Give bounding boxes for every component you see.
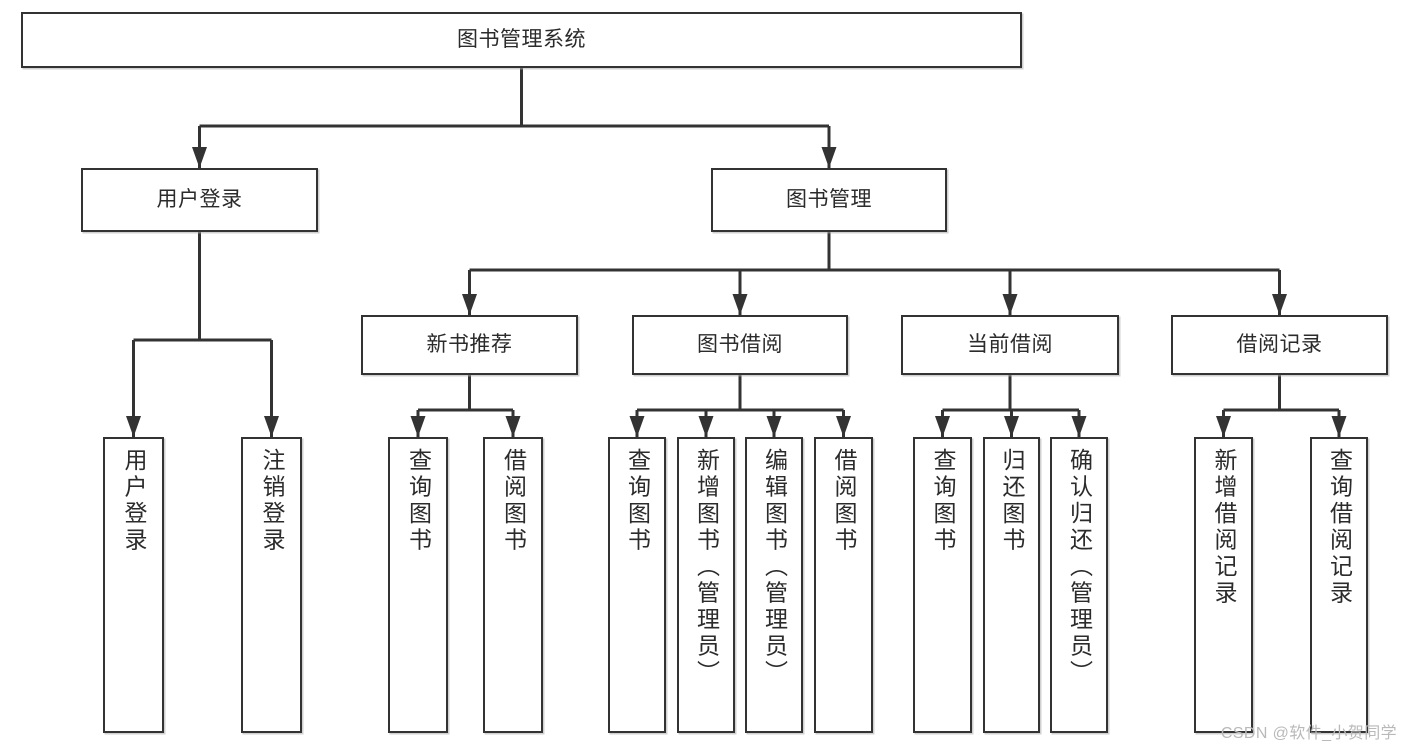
node-leaf-rec-add[interactable]: 新增借阅记录	[1194, 437, 1253, 733]
connector-arrowhead	[126, 416, 141, 437]
node-new-book-rec[interactable]: 新书推荐	[361, 315, 578, 375]
node-label: 确认归还（管理员）	[1066, 448, 1093, 687]
connector-arrowhead	[766, 416, 782, 437]
node-label: 图书管理	[786, 188, 872, 212]
node-label: 用户登录	[156, 188, 243, 212]
node-user-login[interactable]: 用户登录	[81, 168, 318, 232]
node-label: 图书借阅	[697, 333, 783, 357]
connector-arrowhead	[1331, 416, 1347, 437]
connector-arrowhead	[629, 416, 645, 437]
connector-arrowhead	[462, 294, 477, 315]
node-leaf-rec-borrow[interactable]: 借阅图书	[483, 437, 543, 733]
node-leaf-cur-return[interactable]: 归还图书	[983, 437, 1040, 733]
node-leaf-book-add[interactable]: 新增图书（管理员）	[677, 437, 735, 733]
node-book-manage[interactable]: 图书管理	[711, 168, 947, 232]
node-label: 新增借阅记录	[1211, 448, 1237, 607]
node-label: 当前借阅	[967, 333, 1053, 357]
node-leaf-book-edit[interactable]: 编辑图书（管理员）	[745, 437, 803, 733]
node-label: 图书管理系统	[457, 28, 586, 52]
node-current-borrow[interactable]: 当前借阅	[901, 315, 1119, 375]
node-borrow-record[interactable]: 借阅记录	[1171, 315, 1388, 375]
connector-arrowhead	[264, 416, 279, 437]
node-label: 新书推荐	[426, 333, 513, 357]
node-label: 查询借阅记录	[1326, 448, 1353, 607]
connector-arrowhead	[732, 294, 748, 315]
connector-arrowhead	[1272, 294, 1287, 315]
watermark: CSDN @软件_小贺同学	[1220, 725, 1397, 742]
node-root[interactable]: 图书管理系统	[21, 12, 1022, 68]
node-book-borrow[interactable]: 图书借阅	[632, 315, 848, 375]
node-leaf-cur-confirm[interactable]: 确认归还（管理员）	[1050, 437, 1108, 733]
connector-arrowhead	[698, 416, 714, 437]
node-leaf-cur-query[interactable]: 查询图书	[913, 437, 972, 733]
node-leaf-borrow-query[interactable]: 查询图书	[608, 437, 666, 733]
node-label: 查询图书	[624, 448, 651, 554]
node-label: 新增图书（管理员）	[693, 448, 720, 687]
node-leaf-rec-search[interactable]: 查询借阅记录	[1310, 437, 1368, 733]
node-label: 借阅记录	[1236, 333, 1323, 357]
connector-arrowhead	[505, 416, 521, 437]
connector-arrowhead	[1071, 416, 1087, 437]
node-label: 查询图书	[405, 448, 432, 554]
connector-arrowhead	[935, 416, 950, 437]
node-leaf-user-login[interactable]: 用户登录	[103, 437, 164, 733]
node-label: 归还图书	[999, 448, 1025, 554]
connector-arrowhead	[192, 147, 207, 168]
connector-arrowhead	[1216, 416, 1231, 437]
node-label: 查询图书	[930, 448, 956, 554]
node-leaf-book-borrow[interactable]: 借阅图书	[814, 437, 873, 733]
node-leaf-user-logout[interactable]: 注销登录	[241, 437, 302, 733]
connector-arrowhead	[1004, 416, 1019, 437]
node-label: 注销登录	[259, 448, 285, 554]
node-label: 借阅图书	[831, 448, 857, 554]
node-label: 用户登录	[121, 448, 147, 554]
connector-arrowhead	[1002, 294, 1018, 315]
node-leaf-rec-query[interactable]: 查询图书	[388, 437, 448, 733]
node-label: 编辑图书（管理员）	[761, 448, 788, 687]
connector-arrowhead	[821, 147, 837, 168]
connector-arrowhead	[836, 416, 851, 437]
connector-arrowhead	[410, 416, 426, 437]
node-label: 借阅图书	[500, 448, 527, 554]
